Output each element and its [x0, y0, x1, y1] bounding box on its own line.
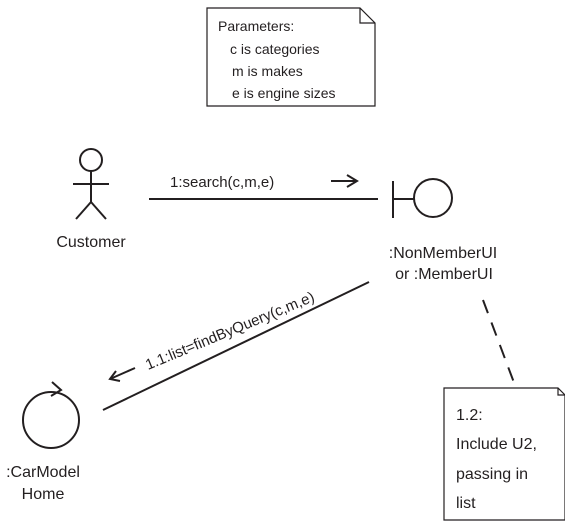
find-by-query-message-arrow-icon — [108, 367, 136, 382]
parameters-line-c: c is categories — [230, 41, 319, 57]
boundary-label-line-2: or :MemberUI — [395, 266, 493, 283]
parameters-note-box — [206, 7, 376, 107]
note-anchor-dashed-line — [482, 299, 517, 389]
stick-figure-icon — [73, 148, 109, 220]
boundary-object: :NonMemberUI or :MemberUI — [389, 178, 497, 283]
include-note-corner — [557, 388, 565, 396]
boundary-control-link — [102, 281, 370, 411]
customer-label: Customer — [56, 234, 126, 251]
customer-actor: Customer — [56, 148, 126, 251]
find-by-query-message-label: 1.1:list=findByQuery(c,m,e) — [143, 289, 317, 374]
parameters-line-m: m is makes — [232, 63, 303, 79]
search-message-label: 1:search(c,m,e) — [170, 174, 274, 191]
include-note-line-1: 1.2: — [456, 407, 483, 424]
include-note-line-3: passing in — [456, 466, 528, 483]
search-message-arrow-icon — [331, 174, 359, 188]
control-label-line-2: Home — [22, 486, 65, 503]
parameters-note-corner — [359, 8, 375, 24]
include-note-line-2: Include U2, — [456, 436, 537, 453]
include-note: 1.2: Include U2, passing in list — [443, 387, 565, 521]
control-object: :CarModel Home — [6, 381, 80, 503]
control-icon — [22, 391, 80, 449]
parameters-line-e: e is engine sizes — [232, 85, 336, 101]
control-icon-arrowhead — [50, 381, 63, 397]
include-note-line-4: list — [456, 495, 476, 512]
parameters-heading: Parameters: — [218, 18, 294, 34]
parameters-note: Parameters: c is categories m is makes e… — [206, 7, 376, 107]
boundary-label-line-1: :NonMemberUI — [389, 245, 497, 262]
boundary-icon — [392, 178, 453, 218]
include-note-box — [443, 387, 565, 521]
control-label-line-1: :CarModel — [6, 464, 80, 481]
